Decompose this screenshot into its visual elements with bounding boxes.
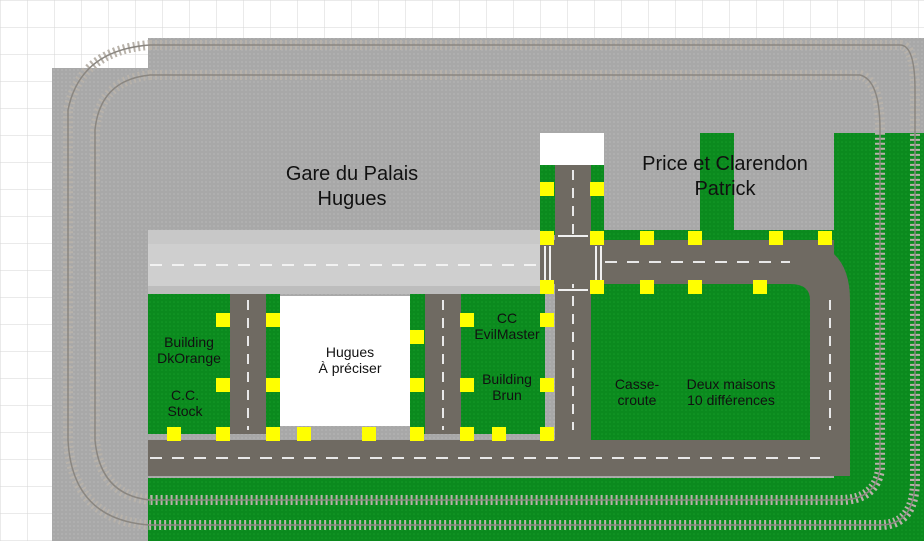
label-building-brun: Building Brun bbox=[468, 371, 546, 403]
label-price-line1: Price et Clarendon bbox=[642, 153, 808, 175]
label-maisons-line1: Deux maisons bbox=[686, 376, 776, 392]
lower-road bbox=[148, 420, 850, 476]
label-brun-line2: Brun bbox=[492, 386, 522, 403]
label-casse-line1: Casse- bbox=[614, 376, 660, 392]
upper-road bbox=[148, 230, 540, 294]
east-road bbox=[540, 235, 850, 440]
label-building-dkorange: Building DkOrange bbox=[148, 334, 230, 366]
label-brun-line1: Building bbox=[482, 371, 532, 387]
yellow-markers bbox=[167, 182, 832, 441]
center-vertical-road bbox=[555, 165, 591, 440]
label-dkorange-line1: Building bbox=[164, 334, 214, 350]
label-evilmaster-line2: EvilMaster bbox=[474, 325, 540, 342]
label-gare-line1: Gare du Palais bbox=[285, 163, 419, 185]
white-lot-hugues bbox=[280, 296, 410, 426]
label-gare-du-palais: Gare du Palais Hugues bbox=[262, 162, 442, 212]
label-ccstock-line2: Stock bbox=[167, 402, 203, 419]
label-price-line2: Patrick bbox=[694, 178, 756, 200]
label-maisons-line2: 10 différences bbox=[687, 391, 775, 408]
label-ccstock-line1: C.C. bbox=[171, 387, 199, 403]
rail-tracks bbox=[63, 40, 920, 530]
label-cc-stock: C.C. Stock bbox=[148, 387, 222, 419]
label-price-clarendon: Price et Clarendon Patrick bbox=[615, 152, 835, 202]
label-deux-maisons: Deux maisons 10 différences bbox=[668, 376, 794, 408]
label-hugues-line2: À préciser bbox=[318, 359, 382, 376]
label-casse-line2: croute bbox=[617, 391, 657, 408]
label-cc-evilmaster: CC EvilMaster bbox=[462, 310, 552, 342]
label-casse-croute: Casse- croute bbox=[604, 376, 670, 408]
label-hugues-line1: Hugues bbox=[325, 344, 375, 360]
label-dkorange-line2: DkOrange bbox=[157, 349, 221, 366]
label-gare-line2: Hugues bbox=[317, 188, 387, 210]
label-evilmaster-line1: CC bbox=[496, 310, 518, 326]
side-streets bbox=[230, 294, 461, 434]
white-lot-top bbox=[540, 133, 604, 165]
label-hugues-lot: Hugues À préciser bbox=[290, 344, 410, 376]
